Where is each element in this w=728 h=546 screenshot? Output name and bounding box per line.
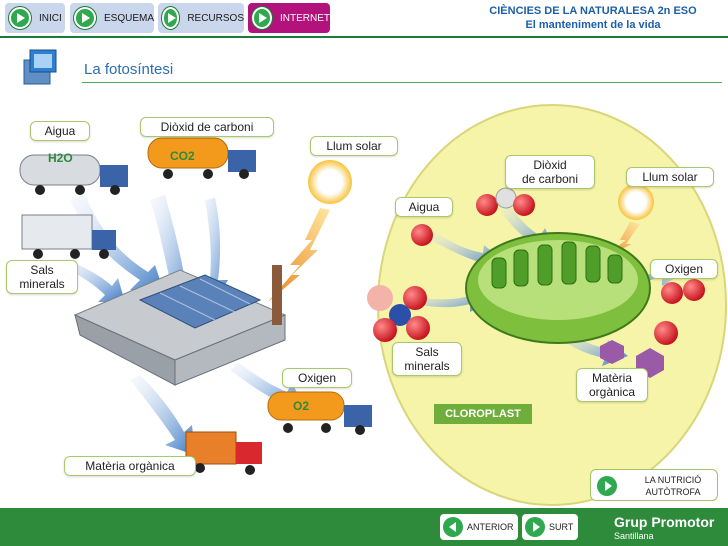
label-oxygen-cell: Oxigen	[650, 259, 718, 279]
surt-label: SURT	[549, 522, 573, 532]
label-light-factory: Llum solar	[310, 136, 398, 156]
nutricio-autotrofa-button[interactable]: LA NUTRICIÓ AUTÒTROFA	[590, 469, 718, 501]
sun-factory	[308, 160, 352, 204]
nav-recursos-label: RECURSOS	[187, 13, 244, 24]
header-title-block: CIÈNCIES DE LA NATURALESA 2n ESO El mant…	[468, 4, 718, 32]
nutricio-line2: AUTÒTROFA	[631, 486, 715, 498]
screen-icon	[22, 44, 60, 88]
play-icon	[525, 517, 545, 537]
nav-internet-label: INTERNET	[280, 13, 330, 24]
label-co2-cell-line2: de carboni	[510, 172, 590, 186]
label-co2: Diòxid de carboni	[140, 117, 274, 137]
top-bar: INICI ESQUEMA RECURSOS INTERNET CIÈNCIES…	[0, 0, 728, 36]
label-light-cell: Llum solar	[626, 167, 714, 187]
nav-esquema-button[interactable]: ESQUEMA	[70, 3, 154, 33]
label-oxygen-factory: Oxigen	[282, 368, 352, 388]
anterior-label: ANTERIOR	[467, 522, 514, 532]
nav-esquema-label: ESQUEMA	[104, 13, 154, 24]
truck-organic	[186, 432, 262, 475]
header-title: CIÈNCIES DE LA NATURALESA 2n ESO	[468, 4, 718, 18]
label-salts-factory-line1: Sals	[11, 263, 73, 277]
label-organic-factory-text: Matèria orgànica	[85, 459, 174, 473]
label-h2o: H2O	[48, 151, 73, 165]
salts-molecule	[406, 316, 430, 340]
top-divider	[0, 36, 728, 38]
arrow-organic	[130, 375, 195, 455]
label-salts-cell: Sals minerals	[392, 342, 462, 376]
chloroplast-label: CLOROPLAST	[434, 404, 532, 424]
play-icon	[252, 7, 272, 29]
play-icon	[162, 7, 179, 29]
play-icon	[597, 476, 617, 496]
sun-cell	[618, 184, 654, 220]
label-salts-factory-line2: minerals	[11, 277, 73, 291]
page-title: La fotosíntesi	[84, 61, 173, 78]
label-co2-cell-line1: Diòxid	[510, 158, 590, 172]
brand-logo: Grup Promotor Santillana	[614, 515, 714, 543]
header-subtitle: El manteniment de la vida	[468, 18, 718, 32]
label-oxygen-factory-text: Oxigen	[298, 371, 336, 385]
label-organic-cell-line2: orgànica	[581, 385, 643, 399]
label-water-text: Aigua	[45, 124, 76, 138]
label-water: Aigua	[30, 121, 90, 141]
label-co2-text: Diòxid de carboni	[161, 120, 254, 134]
photosynthesis-diagram: Aigua H2O Diòxid de carboni CO2 Llum sol…	[0, 90, 728, 510]
label-oxygen-cell-text: Oxigen	[665, 262, 703, 276]
water-molecule	[411, 224, 433, 246]
nutricio-line1: LA NUTRICIÓ	[631, 474, 715, 486]
back-arrow-icon	[443, 517, 463, 537]
label-water-cell-text: Aigua	[409, 200, 440, 214]
label-organic-cell-line1: Matèria	[581, 371, 643, 385]
label-salts-cell-line1: Sals	[397, 345, 457, 359]
surt-button[interactable]: SURT	[522, 514, 578, 540]
label-light-cell-text: Llum solar	[642, 170, 697, 184]
label-organic-cell: Matèria orgànica	[576, 368, 648, 402]
brand-sub: Santillana	[614, 529, 714, 543]
brand-name: Grup Promotor	[614, 514, 714, 530]
play-icon	[9, 7, 31, 29]
label-water-cell: Aigua	[395, 197, 453, 217]
label-co2-formula: CO2	[170, 149, 195, 163]
label-salts-factory: Sals minerals	[6, 260, 78, 294]
nav-inici-label: INICI	[39, 13, 62, 24]
nav-inici-button[interactable]: INICI	[5, 3, 65, 33]
label-salts-cell-line2: minerals	[397, 359, 457, 373]
label-organic-factory: Matèria orgànica	[64, 456, 196, 476]
co2-molecule	[513, 194, 535, 216]
label-co2-cell: Diòxid de carboni	[505, 155, 595, 189]
label-o2: O2	[293, 399, 309, 413]
truck-water	[20, 155, 128, 195]
nutricio-label: LA NUTRICIÓ AUTÒTROFA	[631, 474, 715, 498]
truck-co2	[148, 138, 256, 179]
label-light-factory-text: Llum solar	[326, 139, 381, 153]
truck-salts	[22, 215, 116, 259]
nav-internet-button[interactable]: INTERNET	[248, 3, 330, 33]
anterior-button[interactable]: ANTERIOR	[440, 514, 518, 540]
oxygen-molecule	[683, 279, 705, 301]
truck-oxygen	[268, 392, 372, 435]
play-icon	[74, 7, 96, 29]
title-underline	[82, 82, 722, 83]
nav-recursos-button[interactable]: RECURSOS	[158, 3, 244, 33]
